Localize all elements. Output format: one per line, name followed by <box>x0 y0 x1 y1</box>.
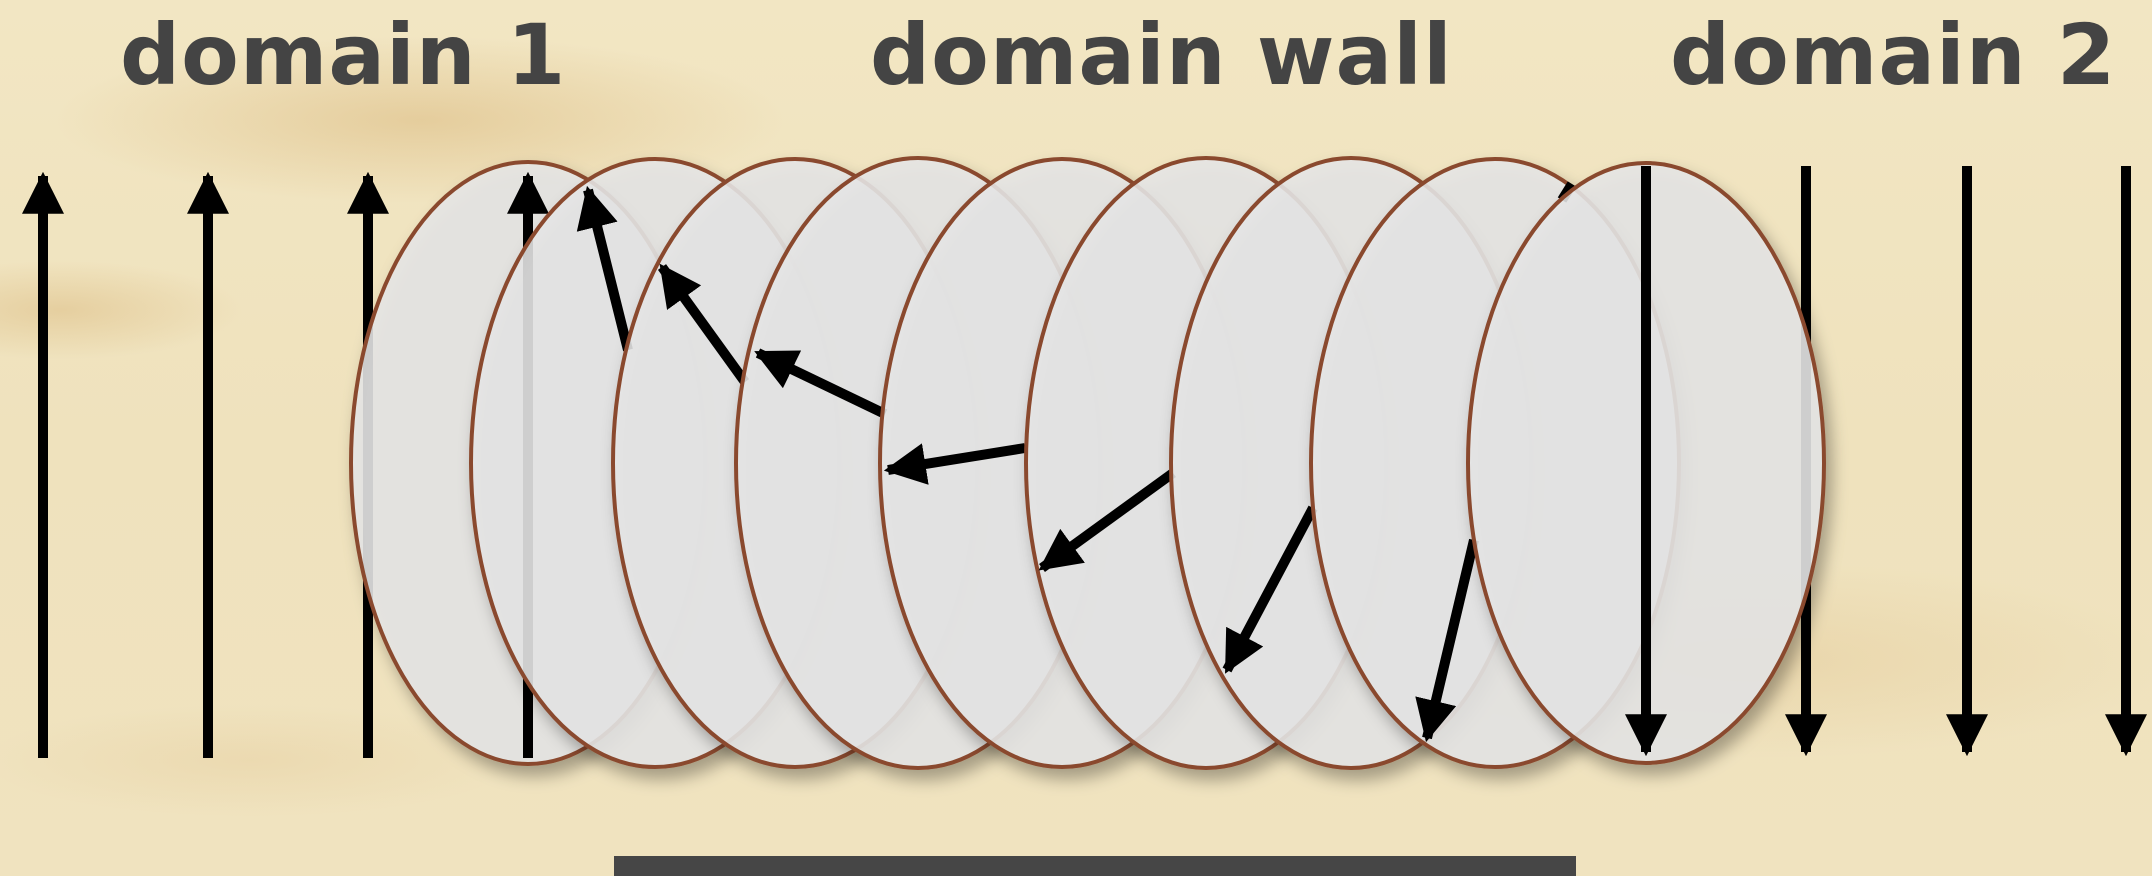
spin-arrow <box>1038 468 1176 573</box>
domain-1-label: domain 1 <box>120 6 567 104</box>
spin-arrow <box>1222 505 1318 674</box>
domain-2-label: domain 2 <box>1670 6 2117 104</box>
domain-wall-discs <box>349 156 1826 770</box>
spin-arrow <box>1415 538 1479 743</box>
domain-2-spins <box>1785 166 2147 757</box>
domain-1-spins <box>22 171 389 758</box>
spin-arrow <box>883 443 1026 485</box>
spin-arrow <box>657 263 750 385</box>
bottom-bar <box>614 856 1576 876</box>
domain-wall-label: domain wall <box>870 6 1453 104</box>
spin-arrow <box>754 348 888 419</box>
spin-arrow <box>576 185 633 352</box>
